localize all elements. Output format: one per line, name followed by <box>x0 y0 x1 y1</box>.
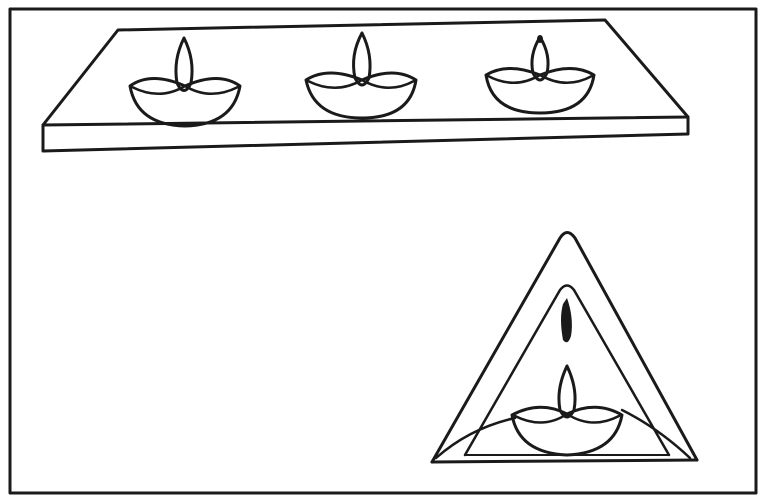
niche-base-line <box>432 460 697 462</box>
diya-lamp-3 <box>486 35 594 113</box>
soot-mark <box>561 298 572 342</box>
lamp-rim-left <box>308 80 362 88</box>
lamp-rim-left <box>488 75 540 83</box>
outer-frame <box>10 9 756 493</box>
diya-lamp-1 <box>130 38 240 126</box>
niche-outer-triangle <box>432 233 697 463</box>
lamp-rim-left <box>132 86 185 94</box>
diya-lamp-niche <box>512 366 622 455</box>
lamp-rim-right <box>540 75 592 83</box>
lamp-rim-right <box>185 86 238 94</box>
flame <box>559 366 575 417</box>
lamp-rim-right <box>567 414 619 423</box>
triangular-niche <box>432 233 697 463</box>
flame-tip <box>537 35 543 43</box>
flame <box>176 38 192 91</box>
lamp-rim-left <box>515 414 567 423</box>
diya-lamp-2 <box>306 33 416 118</box>
lamp-rim-right <box>362 80 414 88</box>
